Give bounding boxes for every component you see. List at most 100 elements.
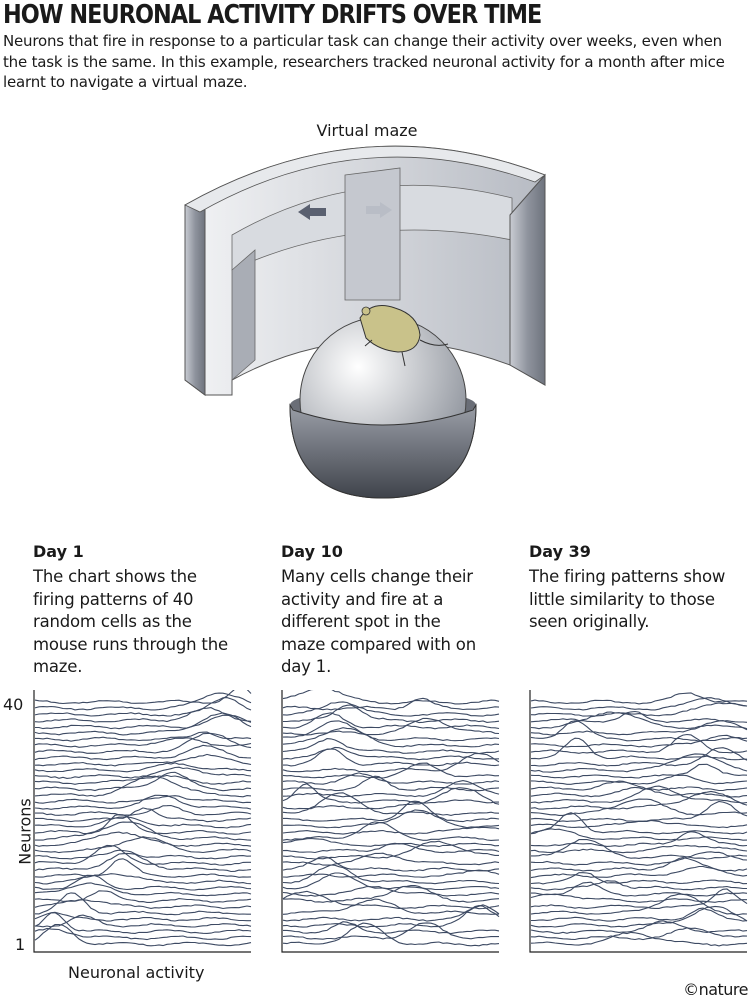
neuron-trace bbox=[530, 733, 748, 754]
neuron-trace bbox=[283, 800, 500, 823]
neuron-trace bbox=[34, 690, 252, 705]
chart-axis bbox=[33, 690, 251, 953]
neuron-trace bbox=[283, 704, 500, 724]
panel-title-day39: Day 39 bbox=[529, 542, 591, 561]
neuron-trace bbox=[530, 893, 748, 916]
neuron-trace bbox=[282, 852, 500, 866]
nature-credit: ©nature bbox=[683, 980, 748, 999]
maze-label: Virtual maze bbox=[316, 121, 418, 140]
neuron-trace bbox=[530, 734, 748, 748]
neuron-trace bbox=[34, 771, 252, 792]
neuron-trace bbox=[282, 738, 500, 755]
neuron-trace bbox=[34, 873, 252, 885]
neuron-trace bbox=[282, 809, 500, 829]
neuron-trace bbox=[34, 775, 252, 798]
neuron-trace bbox=[530, 720, 748, 736]
neuron-trace bbox=[530, 872, 748, 885]
panel-description-day1: The chart shows the firing patterns of 4… bbox=[33, 567, 228, 676]
neuron-trace bbox=[35, 731, 252, 742]
neuron-trace bbox=[282, 748, 500, 767]
page-subtitle: Neurons that fire in response to a parti… bbox=[3, 32, 725, 91]
neuron-trace bbox=[34, 912, 252, 934]
neuron-trace bbox=[34, 816, 252, 829]
panel-title-day1: Day 1 bbox=[33, 542, 84, 561]
neuron-trace bbox=[34, 774, 251, 785]
neuron-trace bbox=[282, 872, 500, 891]
neuron-trace bbox=[34, 923, 252, 947]
neuron-trace bbox=[35, 807, 252, 823]
neuron-trace bbox=[34, 927, 252, 941]
panel-title-day10: Day 10 bbox=[281, 542, 343, 561]
neuron-trace bbox=[34, 744, 252, 761]
neuron-trace bbox=[530, 697, 748, 711]
neuron-trace bbox=[530, 774, 748, 785]
y-tick-top: 40 bbox=[3, 695, 24, 714]
neuron-trace bbox=[530, 880, 747, 891]
neuron-trace bbox=[282, 746, 500, 761]
neuron-trace bbox=[34, 852, 252, 873]
neuron-trace bbox=[34, 914, 252, 928]
neuron-chart-day10 bbox=[281, 690, 500, 953]
neuron-trace bbox=[34, 899, 252, 910]
neuron-trace bbox=[35, 804, 252, 816]
neuron-trace bbox=[282, 837, 500, 848]
neuron-trace bbox=[530, 844, 748, 854]
neuron-trace bbox=[34, 697, 252, 717]
neuron-trace bbox=[530, 800, 748, 822]
neuron-trace bbox=[34, 692, 252, 711]
panel-description-day39: The firing patterns show little similari… bbox=[529, 567, 726, 631]
y-tick-bottom: 1 bbox=[15, 935, 26, 954]
neuron-trace bbox=[530, 790, 748, 810]
neuron-trace bbox=[531, 838, 748, 860]
neuron-trace bbox=[35, 821, 252, 841]
neuron-trace bbox=[34, 762, 252, 773]
neuron-trace bbox=[34, 737, 252, 748]
neuron-trace bbox=[530, 785, 748, 804]
mouse-icon bbox=[359, 305, 449, 367]
neuron-trace bbox=[282, 772, 500, 785]
neuron-trace bbox=[530, 931, 748, 947]
neuron-trace bbox=[34, 844, 251, 866]
neuron-trace bbox=[34, 858, 252, 878]
neuron-trace bbox=[282, 922, 500, 940]
neuron-trace bbox=[530, 710, 748, 723]
neuron-trace bbox=[282, 775, 500, 792]
panel-description-day10: Many cells change their activity and fir… bbox=[281, 567, 476, 676]
neuron-trace bbox=[530, 920, 748, 934]
neuron-trace bbox=[530, 786, 748, 798]
neuron-trace bbox=[282, 898, 500, 915]
neuron-trace bbox=[530, 893, 747, 903]
neuron-trace bbox=[282, 780, 500, 798]
neuron-trace bbox=[282, 712, 500, 730]
neuron-trace bbox=[283, 884, 500, 903]
neuron-trace bbox=[530, 692, 748, 705]
neuron-trace bbox=[282, 821, 500, 841]
neuron-trace bbox=[282, 697, 500, 711]
neuron-trace bbox=[34, 836, 252, 854]
neuron-trace bbox=[282, 826, 500, 835]
neuron-trace bbox=[34, 892, 251, 916]
neuron-trace bbox=[282, 783, 499, 804]
neuron-trace bbox=[531, 907, 748, 922]
neuron-trace bbox=[34, 712, 252, 736]
neuron-trace bbox=[530, 828, 748, 841]
neuron-trace bbox=[34, 911, 251, 922]
left-arrow-icon bbox=[298, 204, 326, 220]
neuron-trace bbox=[530, 702, 748, 717]
neuron-chart-day39 bbox=[529, 690, 748, 953]
x-axis-label: Neuronal activity bbox=[68, 963, 205, 982]
neuron-trace bbox=[34, 814, 252, 835]
neuron-trace bbox=[282, 890, 500, 910]
neuron-trace bbox=[35, 714, 252, 730]
neuron-trace bbox=[34, 795, 252, 804]
neuron-trace bbox=[282, 840, 499, 860]
right-arrow-icon bbox=[366, 202, 392, 218]
neuron-trace bbox=[34, 849, 252, 860]
neuron-trace bbox=[530, 927, 748, 941]
neuron-trace bbox=[530, 763, 748, 779]
neuron-trace bbox=[530, 865, 748, 879]
neuron-trace bbox=[282, 904, 500, 928]
neuron-trace bbox=[530, 831, 748, 847]
ball-treadmill-icon bbox=[289, 316, 477, 499]
neuron-trace bbox=[530, 780, 748, 792]
